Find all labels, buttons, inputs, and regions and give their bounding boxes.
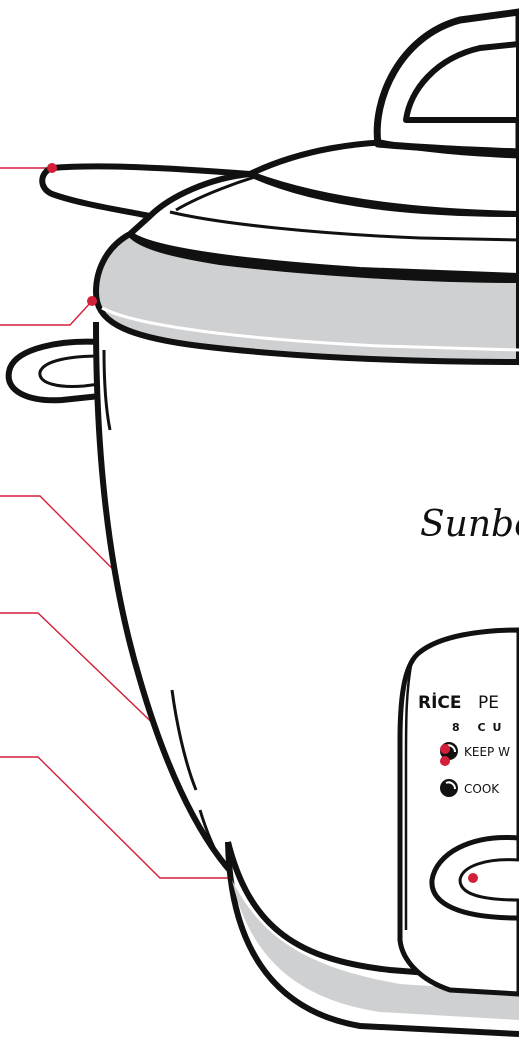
callout-line-housing-rim xyxy=(0,301,92,325)
panel-title-bold: RİCE xyxy=(418,691,462,713)
lid-knob xyxy=(377,12,519,156)
brand-logo: Sunbe xyxy=(420,504,519,545)
control-panel: RİCE PE 8 CU KEEP W COOK xyxy=(400,630,519,994)
callout-dot-keep-warm-light[interactable] xyxy=(440,744,450,754)
callout-dot-housing-rim[interactable] xyxy=(87,296,97,306)
keep-warm-label: KEEP W xyxy=(464,745,510,759)
panel-title-light: PE xyxy=(478,693,499,713)
callout-dot-cook-switch[interactable] xyxy=(468,873,478,883)
callout-dot-lid-handle-tab[interactable] xyxy=(47,163,57,173)
panel-capacity: 8 CU xyxy=(452,721,509,734)
cook-label: COOK xyxy=(464,782,500,796)
side-handle xyxy=(9,342,100,401)
callout-dot-cook-light[interactable] xyxy=(440,756,450,766)
